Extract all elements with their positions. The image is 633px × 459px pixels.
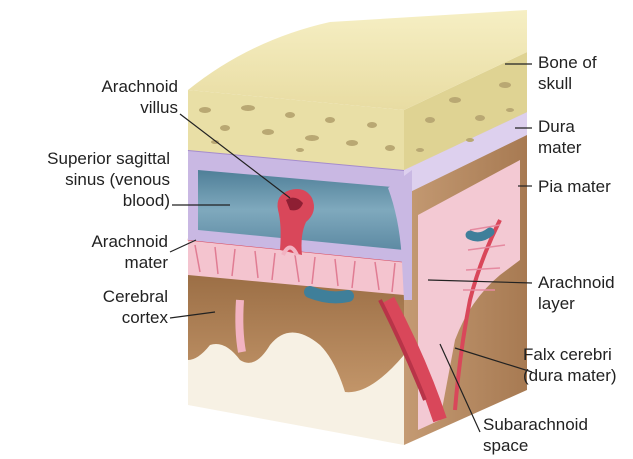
label-arachnoid-mater: Arachnoid mater (48, 231, 168, 273)
label-subarachnoid-space: Subarachnoid space (483, 414, 603, 456)
label-cerebral-cortex: Cerebral cortex (60, 286, 168, 328)
label-superior-sagittal-sinus: Superior sagittal sinus (venous blood) (0, 148, 170, 211)
label-arachnoid-layer: Arachnoid layer (538, 272, 633, 314)
label-pia-mater: Pia mater (538, 176, 633, 197)
label-bone-of-skull: Bone of skull (538, 52, 628, 94)
label-falx-cerebri: Falx cerebri (dura mater) (523, 344, 633, 386)
label-dura-mater: Dura mater (538, 116, 628, 158)
label-arachnoid-villus: Arachnoid villus (58, 76, 178, 118)
